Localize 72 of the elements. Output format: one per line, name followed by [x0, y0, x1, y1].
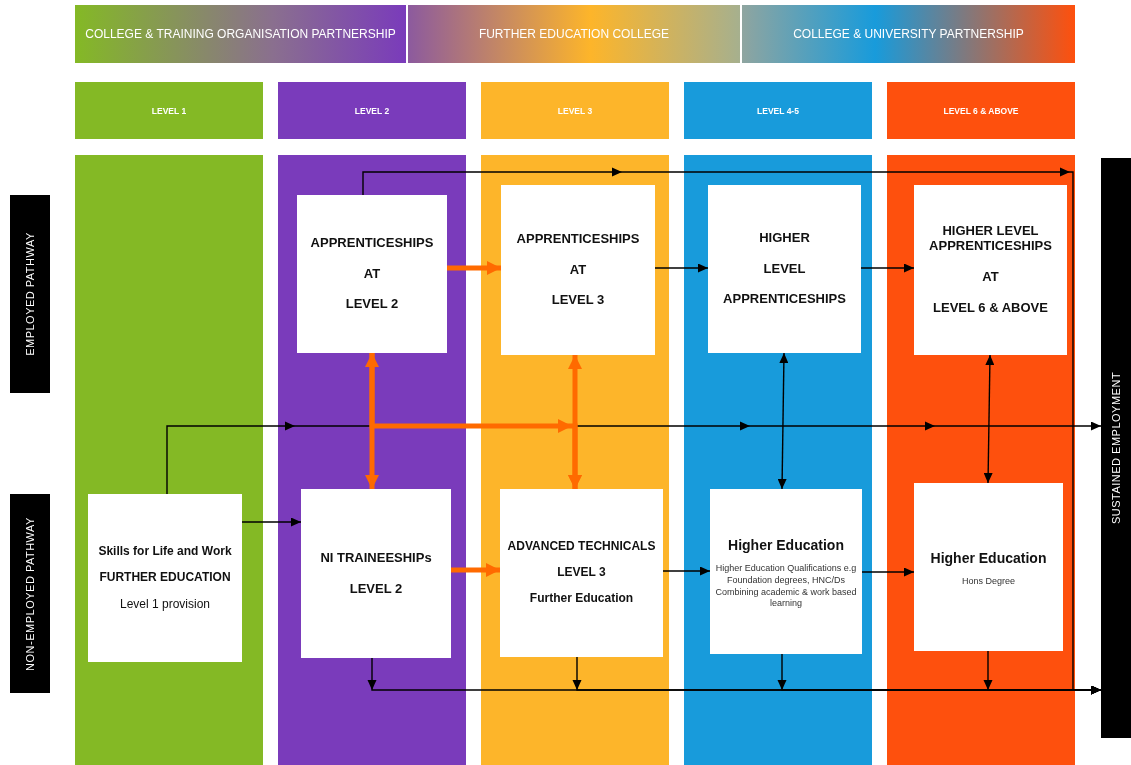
box-text: Further Education	[529, 591, 634, 606]
level-title: LEVEL 4-5	[757, 105, 799, 116]
arrow	[241, 517, 302, 527]
arrow	[860, 263, 915, 273]
pathway-title: EMPLOYED PATHWAY	[24, 232, 36, 356]
level-title: LEVEL 1	[151, 105, 187, 116]
arrow	[447, 261, 501, 275]
pathway-title: SUSTAINED EMPLOYMENT	[1110, 371, 1122, 525]
stage-box	[301, 489, 451, 658]
arrow	[568, 355, 582, 489]
box-heading: APPRENTICESHIPS	[516, 231, 640, 247]
stage-box	[500, 489, 663, 657]
level-title: LEVEL 2	[354, 105, 390, 116]
column-bar	[684, 155, 872, 765]
box-heading: Higher Education	[728, 537, 844, 554]
stage-box	[914, 185, 1067, 355]
level-tab	[278, 82, 466, 139]
stage-box	[88, 494, 242, 662]
arrow	[451, 563, 500, 577]
pathway-label	[1101, 158, 1131, 738]
box-text: LEVEL 6 & ABOVE	[933, 300, 1048, 316]
stage-box	[708, 185, 861, 353]
box-text: APPRENTICESHIPS	[723, 292, 846, 308]
stage-box	[501, 185, 655, 355]
arrow	[654, 263, 709, 273]
header-band	[408, 5, 740, 63]
arrow	[983, 354, 995, 484]
column-bar	[481, 155, 669, 765]
box-text: Hons Degree	[962, 576, 1015, 588]
box-text: LEVEL	[763, 261, 806, 277]
box-heading: NI TRAINEESHIPs	[320, 550, 432, 566]
box-heading: HIGHER	[759, 230, 810, 246]
box-heading: ADVANCED TECHNICALS	[507, 540, 656, 555]
box-text: LEVEL 3	[551, 293, 605, 309]
box-text: AT	[569, 262, 587, 278]
level-tab	[481, 82, 669, 139]
level-tab	[887, 82, 1075, 139]
box-heading: HIGHER LEVEL APPRENTICESHIPS	[928, 224, 1053, 254]
pathway-label	[10, 195, 50, 393]
stage-box	[710, 489, 862, 654]
box-text: FURTHER EDUCATION	[99, 571, 231, 585]
level-tab	[75, 82, 263, 139]
box-heading: APPRENTICESHIPS	[310, 235, 434, 251]
arrow	[861, 567, 915, 577]
stage-box	[297, 195, 447, 353]
box-text: Combining academic & work based learning	[715, 586, 857, 610]
box-text: LEVEL 3	[557, 566, 606, 580]
arrow	[662, 566, 711, 576]
column-bar	[75, 155, 263, 765]
stage-box	[914, 483, 1063, 651]
box-text: AT	[982, 270, 999, 285]
pathway-title: NON-EMPLOYED PATHWAY	[24, 516, 36, 671]
level-tab	[684, 82, 872, 139]
pathway-label	[10, 494, 50, 693]
header-band	[742, 5, 1075, 63]
band-title: COLLEGE & TRAINING ORGANISATION PARTNERSHIP	[85, 27, 396, 41]
box-heading: Skills for Life and Work	[98, 545, 232, 559]
arrow	[983, 650, 1102, 695]
band-title: FURTHER EDUCATION COLLEGE	[478, 27, 670, 41]
header-band	[75, 5, 406, 63]
box-text: LEVEL 2	[349, 581, 403, 597]
column-bar	[887, 155, 1075, 765]
box-text: AT	[363, 266, 381, 282]
level-title: LEVEL 6 & ABOVE	[943, 105, 1019, 116]
band-title: COLLEGE & UNIVERSITY PARTNERSHIP	[793, 27, 1024, 41]
column-bar	[278, 155, 466, 765]
level-title: LEVEL 3	[557, 105, 593, 116]
arrow	[777, 352, 789, 490]
box-text: Higher Education Qualifications e.g Foundation degrees, HNC/Ds	[715, 563, 857, 587]
box-heading: Higher Education	[930, 550, 1047, 567]
box-text: Level 1 provision	[119, 596, 211, 611]
box-text: LEVEL 2	[345, 297, 399, 313]
